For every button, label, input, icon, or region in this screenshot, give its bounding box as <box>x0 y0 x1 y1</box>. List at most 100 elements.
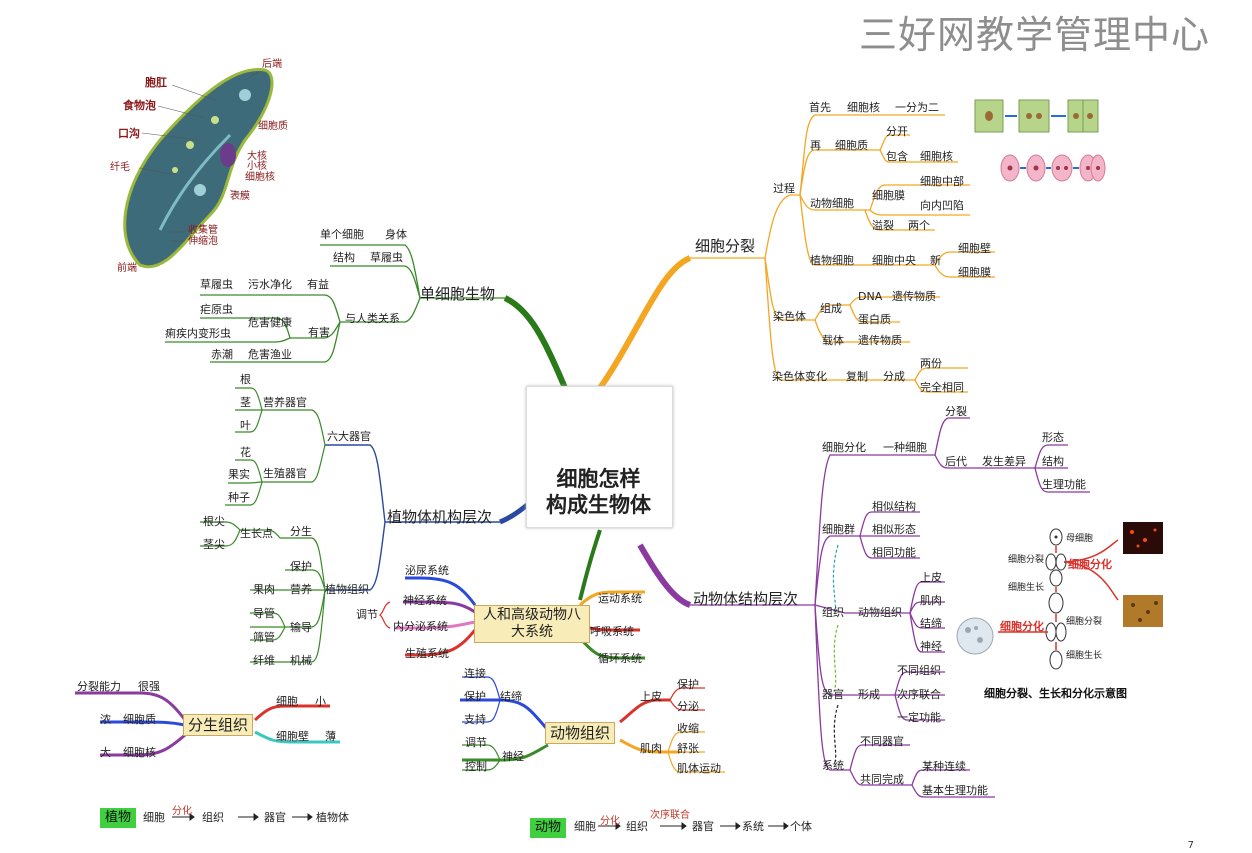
node: 细胞中央 <box>872 254 916 267</box>
node: 共同完成 <box>860 773 904 786</box>
node: 果肉 <box>253 583 275 596</box>
node: 生理功能 <box>1042 478 1086 491</box>
node: 染色体变化 <box>772 370 827 383</box>
plant-cell-division-picture <box>974 99 1099 133</box>
node: 调节 <box>465 736 487 749</box>
node: 赤潮 <box>211 348 233 361</box>
paramecium-label: 食物泡 <box>123 99 156 112</box>
system-label: 泌尿系统 <box>405 564 449 577</box>
node: 载体 <box>822 334 844 347</box>
node: 单个细胞 <box>320 228 364 241</box>
node: 向内凹陷 <box>920 199 964 212</box>
node: 结缔 <box>920 617 942 630</box>
node: 不同器官 <box>860 735 904 748</box>
node: 保护 <box>464 690 486 703</box>
node: 茎尖 <box>203 538 225 551</box>
diagram-label: 细胞分化 <box>1068 558 1112 571</box>
node: 导管 <box>253 607 275 620</box>
branch-cell-division <box>597 255 692 390</box>
node: 保护 <box>677 678 699 691</box>
watermark: 三好网教学管理中心 <box>858 13 1210 57</box>
node: 上皮 <box>920 571 942 584</box>
diagram-label: 细胞生长 <box>1008 583 1045 593</box>
node: 危害渔业 <box>248 348 292 361</box>
node: 再 <box>810 139 821 152</box>
paramecium-label: 小核 <box>247 161 267 172</box>
branch-systems <box>578 529 602 601</box>
node: 复制 <box>846 370 868 383</box>
node: 相似结构 <box>872 500 916 513</box>
paramecium-label: 表膜 <box>230 191 250 202</box>
flow-step: 器官 <box>692 820 714 833</box>
node: 细胞核 <box>847 101 880 114</box>
node: 细胞分化 <box>822 441 866 454</box>
node: 动物细胞 <box>810 197 854 210</box>
branch-single-cell-label: 单细胞生物 <box>420 285 496 303</box>
node-process: 过程 <box>773 182 795 195</box>
paramecium-label: 纤毛 <box>110 162 130 173</box>
paramecium-label: 细胞核 <box>245 172 275 183</box>
node: 与人类关系 <box>345 312 400 325</box>
node: 果实 <box>228 468 250 481</box>
differentiation-diagram <box>956 522 1163 670</box>
node: 营养器官 <box>263 396 307 409</box>
page-number: 7 <box>1187 840 1194 851</box>
node: 一定功能 <box>897 711 941 724</box>
node: 细胞中部 <box>920 175 964 188</box>
flow-label: 次序联合 <box>650 810 690 821</box>
branch-plant <box>499 503 529 525</box>
node: 控制 <box>465 760 487 773</box>
diagram-label: 细胞分化 <box>1000 620 1044 633</box>
node: 遗传物质 <box>858 334 902 347</box>
diagram-label: 细胞生长 <box>1066 651 1103 661</box>
node: 危害健康 <box>248 316 292 329</box>
center-title-line1: 细胞怎样 <box>556 467 641 491</box>
node: 肌肉 <box>920 594 942 607</box>
paramecium-label: 伸缩泡 <box>188 236 218 247</box>
node: 分成 <box>883 370 905 383</box>
node: 生长点 <box>240 527 273 540</box>
node: 肌肉 <box>640 742 662 755</box>
node: 植物组织 <box>325 583 369 596</box>
flow-step: 组织 <box>202 811 224 824</box>
node: 植物细胞 <box>810 254 854 267</box>
node: 有益 <box>307 278 329 291</box>
center-title-line2: 构成生物体 <box>546 493 651 517</box>
paramecium-label: 细胞质 <box>258 121 288 132</box>
node: 系统 <box>822 759 844 772</box>
node: 污水净化 <box>248 278 292 291</box>
branch-cell-division-label: 细胞分裂 <box>695 237 756 255</box>
node: 茎 <box>240 396 251 409</box>
paramecium-label: 前端 <box>117 263 137 274</box>
node: 疟原虫 <box>200 303 233 316</box>
node: 叶 <box>240 419 251 432</box>
paramecium-illustration <box>123 67 274 269</box>
node: 细胞核 <box>123 746 156 759</box>
branch-animal <box>637 543 692 608</box>
node: 遗传物质 <box>892 290 936 303</box>
node: 不同组织 <box>897 664 941 677</box>
node: 营养 <box>290 583 312 596</box>
node: 动物组织 <box>858 606 902 619</box>
node: 分裂 <box>945 405 967 418</box>
node: 结构 <box>333 251 355 264</box>
node: 很强 <box>138 680 160 693</box>
node: 身体 <box>385 228 407 241</box>
paramecium-label: 大核 <box>247 151 267 162</box>
node: 草履虫 <box>370 251 403 264</box>
node: 后代 <box>945 455 967 468</box>
node: 有害 <box>308 326 330 339</box>
node: 某种连续 <box>922 760 966 773</box>
node: 细胞膜 <box>958 266 991 279</box>
node: 组织 <box>822 606 844 619</box>
node-first: 首先 <box>809 101 831 114</box>
paramecium-label: 收集管 <box>188 225 218 236</box>
node: 细胞壁 <box>276 730 309 743</box>
node: 草履虫 <box>200 278 233 291</box>
regulate-brace <box>379 601 391 629</box>
node: 薄 <box>325 730 336 743</box>
eight-systems-node: 人和高级动物八大系统 <box>474 605 590 643</box>
system-label: 内分泌系统 <box>393 620 448 633</box>
node: 神经 <box>920 640 942 653</box>
diagram-label: 细胞分裂 <box>1066 617 1103 627</box>
